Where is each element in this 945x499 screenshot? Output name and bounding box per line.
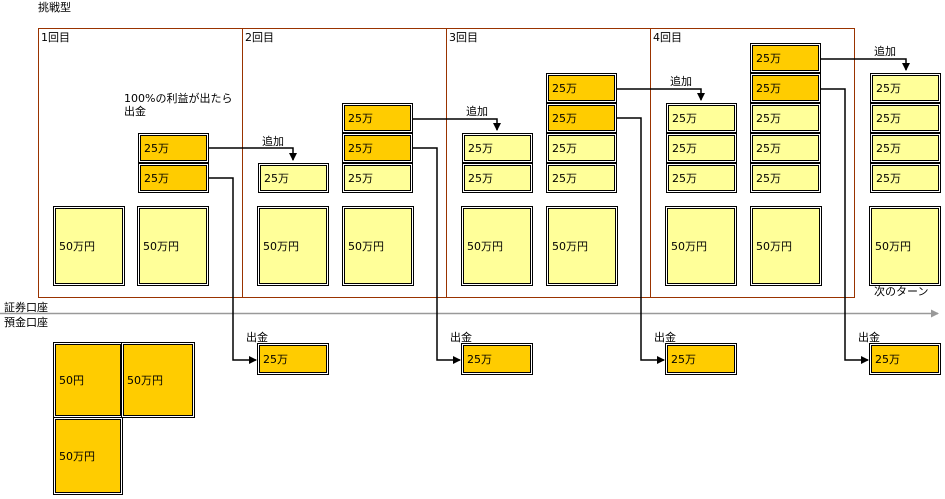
add-label-round3: 追加: [670, 75, 692, 88]
added-block-25: 25万: [462, 133, 533, 163]
added-block-25: 25万: [870, 73, 941, 103]
profit-block-25: 25万: [138, 133, 209, 163]
withdraw-arrow-round1: [208, 177, 257, 364]
round-label-2: 2回目: [245, 31, 274, 44]
added-block-25: 25万: [750, 133, 821, 163]
principal-block-50: 50万円: [461, 206, 533, 286]
withdrawn-block-25: 25万: [665, 343, 737, 375]
round-label-3: 3回目: [449, 31, 478, 44]
added-block-25: 25万: [258, 163, 329, 193]
withdraw-label-round2: 出金: [450, 331, 472, 344]
withdraw-rule-note: 100%の利益が出たら 出金: [124, 92, 233, 118]
deposit-block-50: 50万円: [121, 342, 195, 418]
added-block-25: 25万: [750, 103, 821, 133]
securities-account-label: 証券口座: [4, 301, 48, 314]
principal-block-50: 50万円: [137, 206, 209, 286]
added-block-25: 25万: [462, 163, 533, 193]
principal-block-50: 50万円: [53, 206, 125, 286]
withdraw-label-round4: 出金: [858, 331, 880, 344]
add-arrow-round2: [412, 118, 501, 131]
profit-block-25: 25万: [546, 103, 617, 133]
withdrawn-block-25: 25万: [257, 343, 329, 375]
add-arrow-round3: [616, 88, 705, 101]
round-label-4: 4回目: [653, 31, 682, 44]
round-label-1: 1回目: [41, 31, 70, 44]
withdraw-label-round3: 出金: [654, 331, 676, 344]
profit-block-25: 25万: [342, 133, 413, 163]
withdrawn-block-25: 25万: [869, 343, 941, 375]
profit-block-25: 25万: [750, 43, 821, 73]
deposit-block-50: 50円: [53, 342, 123, 418]
added-block-25: 25万: [666, 103, 737, 133]
principal-block-50: 50万円: [342, 206, 414, 286]
withdraw-arrow-round3: [616, 117, 665, 364]
add-label-round1: 追加: [262, 135, 284, 148]
profit-block-25: 25万: [342, 103, 413, 133]
principal-block-50: 50万円: [750, 206, 822, 286]
profit-block-25: 25万: [546, 73, 617, 103]
added-block-25: 25万: [342, 163, 413, 193]
next-turn-label: 次のターン: [874, 285, 929, 298]
principal-block-50: 50万円: [546, 206, 618, 286]
deposit-block-50: 50万円: [53, 417, 123, 495]
round-frames: [38, 28, 855, 298]
added-block-25: 25万: [666, 163, 737, 193]
added-block-25: 25万: [870, 133, 941, 163]
add-arrow-round4: [820, 58, 910, 71]
add-label-round2: 追加: [466, 105, 488, 118]
diagram-title: 挑戦型: [38, 1, 71, 14]
deposit-account-label: 預金口座: [4, 316, 48, 329]
principal-block-50: 50万円: [257, 206, 329, 286]
profit-block-25: 25万: [750, 73, 821, 103]
added-block-25: 25万: [870, 163, 941, 193]
added-block-25: 25万: [546, 163, 617, 193]
principal-block-50: 50万円: [665, 206, 737, 286]
principal-block-50: 50万円: [869, 206, 941, 286]
withdraw-arrow-round2: [412, 147, 461, 364]
add-label-round4: 追加: [874, 45, 896, 58]
withdraw-arrow-round4: [820, 88, 869, 364]
add-arrow-round1: [208, 147, 297, 161]
withdrawn-block-25: 25万: [461, 343, 533, 375]
added-block-25: 25万: [870, 103, 941, 133]
added-block-25: 25万: [750, 163, 821, 193]
profit-block-25: 25万: [138, 163, 209, 193]
added-block-25: 25万: [546, 133, 617, 163]
withdraw-label-round1: 出金: [246, 331, 268, 344]
added-block-25: 25万: [666, 133, 737, 163]
